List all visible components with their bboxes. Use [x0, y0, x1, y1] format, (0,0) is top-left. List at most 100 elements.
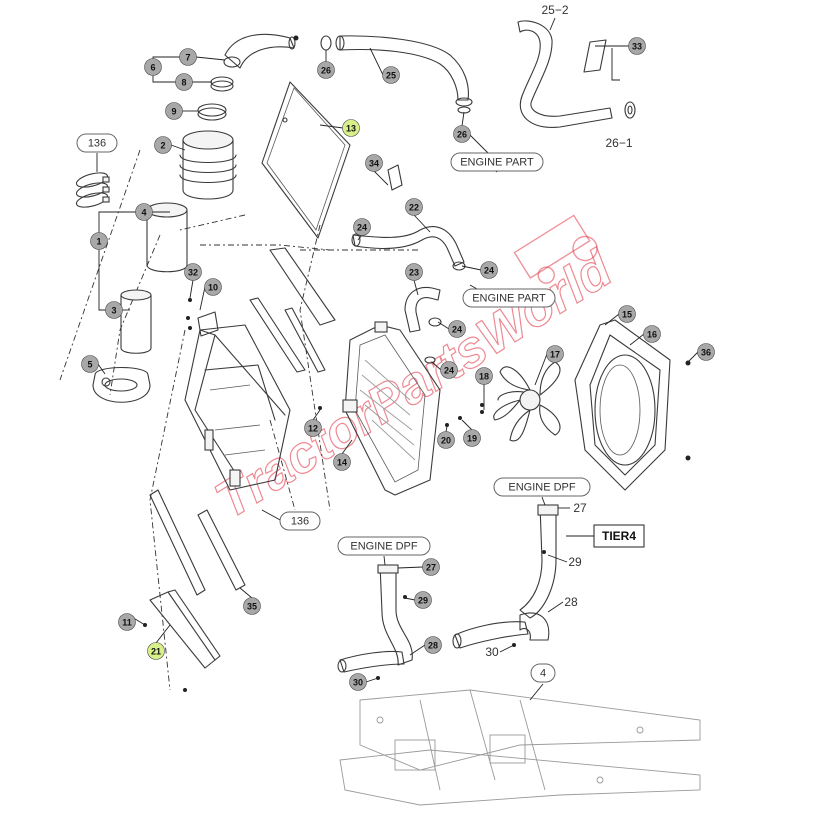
callout-c1[interactable]: 1 — [90, 232, 108, 250]
callout-number: 11 — [122, 618, 132, 628]
callout-c22[interactable]: 22 — [405, 198, 423, 216]
callout-number: 36 — [701, 348, 711, 358]
callout-number: 23 — [409, 268, 419, 278]
callout-c23[interactable]: 23 — [405, 263, 423, 281]
callout-number: 27 — [426, 563, 436, 573]
callout-c26b[interactable]: 26 — [453, 125, 471, 143]
callout-number: 29 — [418, 596, 428, 606]
callout-number: 33 — [632, 42, 642, 52]
callout-circle — [424, 636, 442, 654]
boxed-label-beng1: ENGINE PART — [450, 152, 544, 172]
callout-c4[interactable]: 4 — [135, 203, 153, 221]
callout-circle — [643, 325, 661, 343]
tier4-badge: TIER4 — [593, 524, 645, 548]
callout-c19[interactable]: 19 — [463, 429, 481, 447]
part-label-p29: 29 — [568, 555, 582, 569]
callout-number: 18 — [479, 372, 489, 382]
radiator-screen — [261, 81, 351, 239]
callout-number: 7 — [185, 53, 190, 63]
callout-c15[interactable]: 15 — [618, 305, 636, 323]
callout-circle — [135, 203, 153, 221]
boxed-label-text: 4 — [540, 668, 546, 680]
boxed-label-text: 136 — [291, 516, 309, 528]
callout-c6[interactable]: 6 — [144, 58, 162, 76]
callout-circle — [480, 261, 498, 279]
callout-number: 9 — [171, 107, 176, 117]
callout-number: 22 — [409, 203, 419, 213]
callout-circle — [204, 278, 222, 296]
callout-number: 26 — [321, 66, 331, 76]
radiator-frame — [184, 247, 336, 491]
callout-number: 20 — [441, 436, 451, 446]
callout-c26a[interactable]: 26 — [317, 61, 335, 79]
callout-c28[interactable]: 28 — [424, 636, 442, 654]
callout-c36[interactable]: 36 — [697, 343, 715, 361]
callout-circle — [453, 125, 471, 143]
callout-circle — [353, 218, 371, 236]
callout-number: 16 — [647, 330, 657, 340]
callout-circle — [697, 343, 715, 361]
callout-c24c[interactable]: 24 — [448, 320, 466, 338]
callout-c3[interactable]: 3 — [105, 301, 123, 319]
callouts: 1234567891011121314151617181920212223242… — [81, 37, 715, 691]
callout-c17[interactable]: 17 — [546, 345, 564, 363]
callout-c20[interactable]: 20 — [437, 431, 455, 449]
callout-c10[interactable]: 10 — [204, 278, 222, 296]
callout-number: 10 — [208, 283, 218, 293]
callout-c24a[interactable]: 24 — [353, 218, 371, 236]
callout-c7[interactable]: 7 — [179, 48, 197, 66]
callout-circle — [184, 263, 202, 281]
callout-circle — [349, 673, 367, 691]
callout-circle — [618, 305, 636, 323]
callout-c27a[interactable]: 27 — [422, 558, 440, 576]
callout-c16[interactable]: 16 — [643, 325, 661, 343]
callout-c30[interactable]: 30 — [349, 673, 367, 691]
callout-c35[interactable]: 35 — [243, 597, 261, 615]
callout-circle — [628, 37, 646, 55]
chassis-frame — [339, 689, 701, 806]
boxed-label-frame — [530, 663, 556, 683]
fan-shroud — [574, 319, 671, 491]
callout-c29[interactable]: 29 — [414, 591, 432, 609]
callout-c34[interactable]: 34 — [365, 154, 383, 172]
callout-number: 24 — [484, 266, 494, 276]
callout-circle — [154, 136, 172, 154]
callout-circle — [144, 58, 162, 76]
boxed-label-frame — [450, 152, 544, 172]
callout-number: 26 — [457, 130, 467, 140]
callout-c32[interactable]: 32 — [184, 263, 202, 281]
alt-upper-hose — [517, 20, 636, 128]
callout-c5[interactable]: 5 — [81, 355, 99, 373]
callout-circle — [342, 119, 360, 137]
callout-c13[interactable]: 13 — [342, 119, 360, 137]
callout-circle — [105, 301, 123, 319]
callout-c33[interactable]: 33 — [628, 37, 646, 55]
callout-number: 4 — [141, 208, 146, 218]
callout-c12[interactable]: 12 — [304, 419, 322, 437]
callout-circle — [365, 154, 383, 172]
callout-number: 1 — [96, 237, 101, 247]
callout-c14[interactable]: 14 — [333, 453, 351, 471]
mid-hoses — [351, 164, 466, 364]
callout-c25[interactable]: 25 — [382, 66, 400, 84]
callout-circle — [333, 453, 351, 471]
callout-c24b[interactable]: 24 — [480, 261, 498, 279]
callout-number: 24 — [357, 223, 367, 233]
callout-c21[interactable]: 21 — [147, 642, 165, 660]
callout-circle — [440, 361, 458, 379]
callout-number: 17 — [550, 350, 560, 360]
callout-c9[interactable]: 9 — [165, 102, 183, 120]
callout-circle — [437, 431, 455, 449]
callout-number: 30 — [353, 678, 363, 688]
callout-c2[interactable]: 2 — [154, 136, 172, 154]
callout-circle — [118, 613, 136, 631]
callout-number: 32 — [188, 268, 198, 278]
callout-c18[interactable]: 18 — [475, 367, 493, 385]
callout-circle — [475, 367, 493, 385]
callout-number: 13 — [346, 124, 356, 134]
callout-number: 24 — [444, 366, 454, 376]
callout-c24d[interactable]: 24 — [440, 361, 458, 379]
callout-c8[interactable]: 8 — [175, 73, 193, 91]
callout-c11[interactable]: 11 — [118, 613, 136, 631]
